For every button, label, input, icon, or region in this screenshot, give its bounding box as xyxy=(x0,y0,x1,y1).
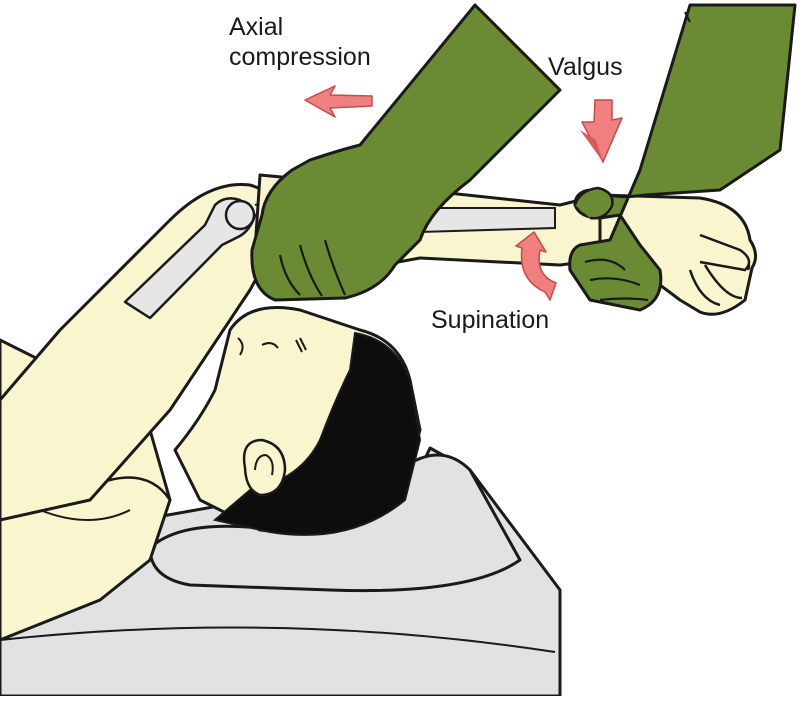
axial-label-line1: Axial xyxy=(229,13,284,41)
patient-ear xyxy=(242,438,287,497)
valgus-arrow-shade xyxy=(580,130,603,162)
elbow-joint xyxy=(224,199,256,231)
axial-compression-arrow-icon xyxy=(304,85,373,118)
supination-arrow-icon xyxy=(515,231,557,301)
patient-hand xyxy=(598,193,757,316)
collar-line xyxy=(39,509,131,521)
axial-label-line2: compression xyxy=(229,43,371,71)
patient-eyebrow xyxy=(295,337,307,353)
mattress-edge-line xyxy=(0,626,556,653)
valgus-label: Valgus xyxy=(548,53,623,81)
examiner-glove-left-fingers xyxy=(278,239,347,297)
patient-thumb xyxy=(699,233,751,272)
examiner-glove-left xyxy=(250,3,562,302)
examiner-glove-right-fingers xyxy=(584,258,649,302)
examiner-cuff-mark xyxy=(684,11,691,23)
patient-ear-inner xyxy=(254,453,274,476)
supination-label: Supination xyxy=(431,306,550,334)
patient-eye xyxy=(261,342,279,349)
examiner-glove-right-thumb xyxy=(573,186,614,220)
axial-compression-label: Axial compression xyxy=(229,12,371,72)
patient-nose xyxy=(237,337,244,356)
valgus-arrow-icon xyxy=(581,99,623,163)
radius-bone xyxy=(419,207,556,234)
patient-hair xyxy=(212,331,422,536)
